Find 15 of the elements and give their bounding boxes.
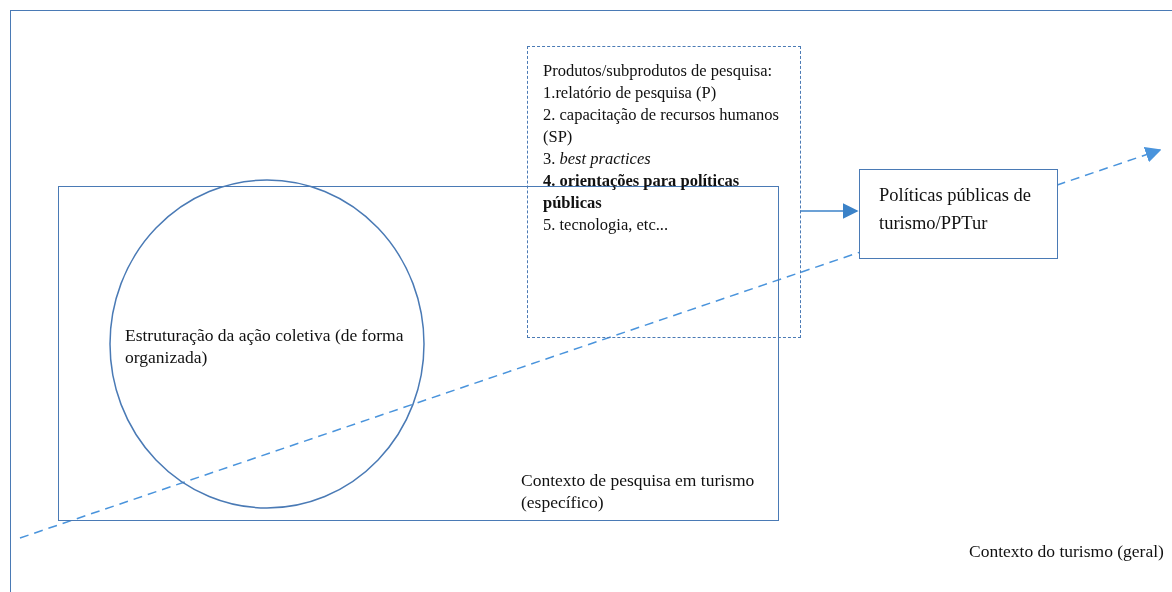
list-heading: Produtos/subprodutos de pesquisa:	[543, 60, 774, 82]
list-item: 5. tecnologia, etc...	[543, 214, 670, 236]
dashed-box	[527, 46, 801, 338]
list-item: 4. orientações para políticas públicas	[543, 170, 741, 214]
list-item: 1.relatório de pesquisa (P)	[543, 82, 718, 104]
context-frame	[10, 10, 1172, 592]
policy-box	[859, 169, 1058, 259]
ellipse-shape	[109, 179, 425, 509]
node-label: Contexto do turismo (geral)	[969, 540, 1165, 562]
list-item: 3. best practices	[543, 148, 652, 170]
node-label: Políticas públicas de turismo/PPTur	[879, 184, 1033, 235]
arrow	[799, 203, 859, 219]
list-item: 2. capacitação de recursos humanos (SP)	[543, 104, 780, 148]
node-label: Estruturação da ação coletiva (de forma organizada)	[125, 324, 405, 368]
node-label: Contexto de pesquisa em turismo (específico)	[521, 469, 756, 513]
